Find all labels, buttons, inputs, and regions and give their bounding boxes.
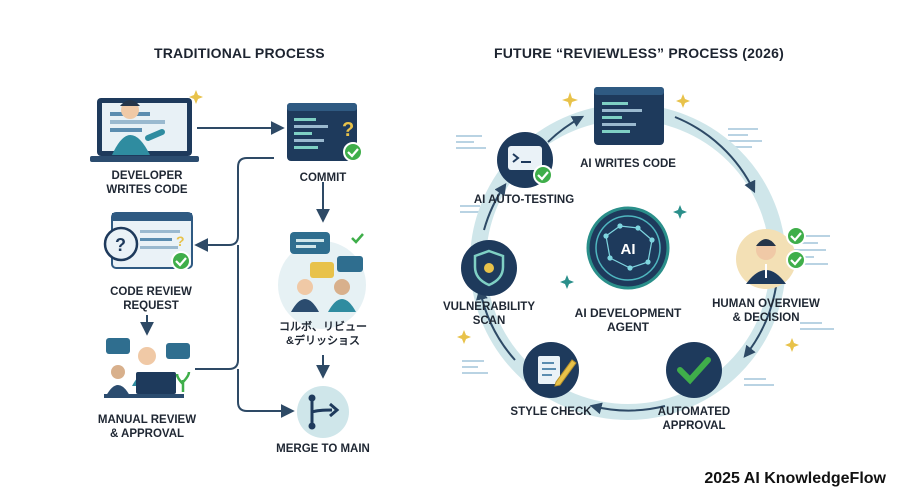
shield-scan-icon bbox=[461, 240, 517, 296]
commit-editor-icon: ? bbox=[287, 103, 363, 162]
ai-badge: AI bbox=[621, 241, 636, 258]
reviewless-process-title: FUTURE “REVIEWLESS” PROCESS (2026) bbox=[494, 45, 784, 61]
ai-auto-testing-label: AI AUTO-TESTING bbox=[473, 194, 575, 206]
developer-writes-code-label: DEVELOPER WRITES CODE bbox=[106, 170, 188, 196]
approval-check-icon bbox=[666, 342, 722, 398]
ai-agent-brain-icon: AI bbox=[586, 206, 670, 290]
manual-review-people-icon bbox=[104, 338, 191, 398]
cycle-arrows bbox=[476, 115, 780, 415]
code-review-request-label: CODE REVIEW REQUEST bbox=[110, 286, 192, 312]
comments-revisions-label: コルボ、リビュー &デリッショス bbox=[279, 321, 367, 347]
question-mark: ? bbox=[176, 233, 185, 249]
code-review-request-icon: ? ? bbox=[103, 212, 193, 271]
commit-label: COMMIT bbox=[299, 172, 347, 184]
decorative-code-lines bbox=[456, 128, 834, 386]
traditional-process-title: TRADITIONAL PROCESS bbox=[154, 45, 325, 61]
terminal-test-icon bbox=[497, 132, 553, 188]
style-check-pencil-icon bbox=[523, 342, 579, 398]
question-mark: ? bbox=[115, 235, 126, 255]
discussion-people-icon bbox=[278, 232, 366, 329]
manual-review-label: MANUAL REVIEW & APPROVAL bbox=[97, 414, 197, 440]
ai-writes-code-label: AI WRITES CODE bbox=[580, 158, 676, 170]
vulnerability-scan-label: VULNERABILITY SCAN bbox=[443, 301, 535, 327]
style-check-label: STYLE CHECK bbox=[510, 406, 592, 418]
ai-development-agent-label: AI DEVELOPMENT AGENT bbox=[574, 306, 682, 334]
question-mark: ? bbox=[342, 119, 354, 141]
human-overview-label: HUMAN OVERVIEW & DECISION bbox=[712, 298, 820, 324]
merge-branch-icon bbox=[297, 386, 349, 438]
human-overview-avatar-icon bbox=[736, 226, 806, 289]
automated-approval-label: AUTOMATED APPROVAL bbox=[657, 406, 731, 432]
sparkles-decoration bbox=[457, 92, 799, 352]
merge-to-main-label: MERGE TO MAIN bbox=[276, 443, 370, 455]
credit-text: 2025 AI KnowledgeFlow bbox=[704, 470, 886, 487]
ai-code-editor-icon bbox=[594, 87, 664, 145]
traditional-flow-arrows bbox=[140, 121, 330, 418]
developer-laptop-icon bbox=[90, 90, 203, 162]
